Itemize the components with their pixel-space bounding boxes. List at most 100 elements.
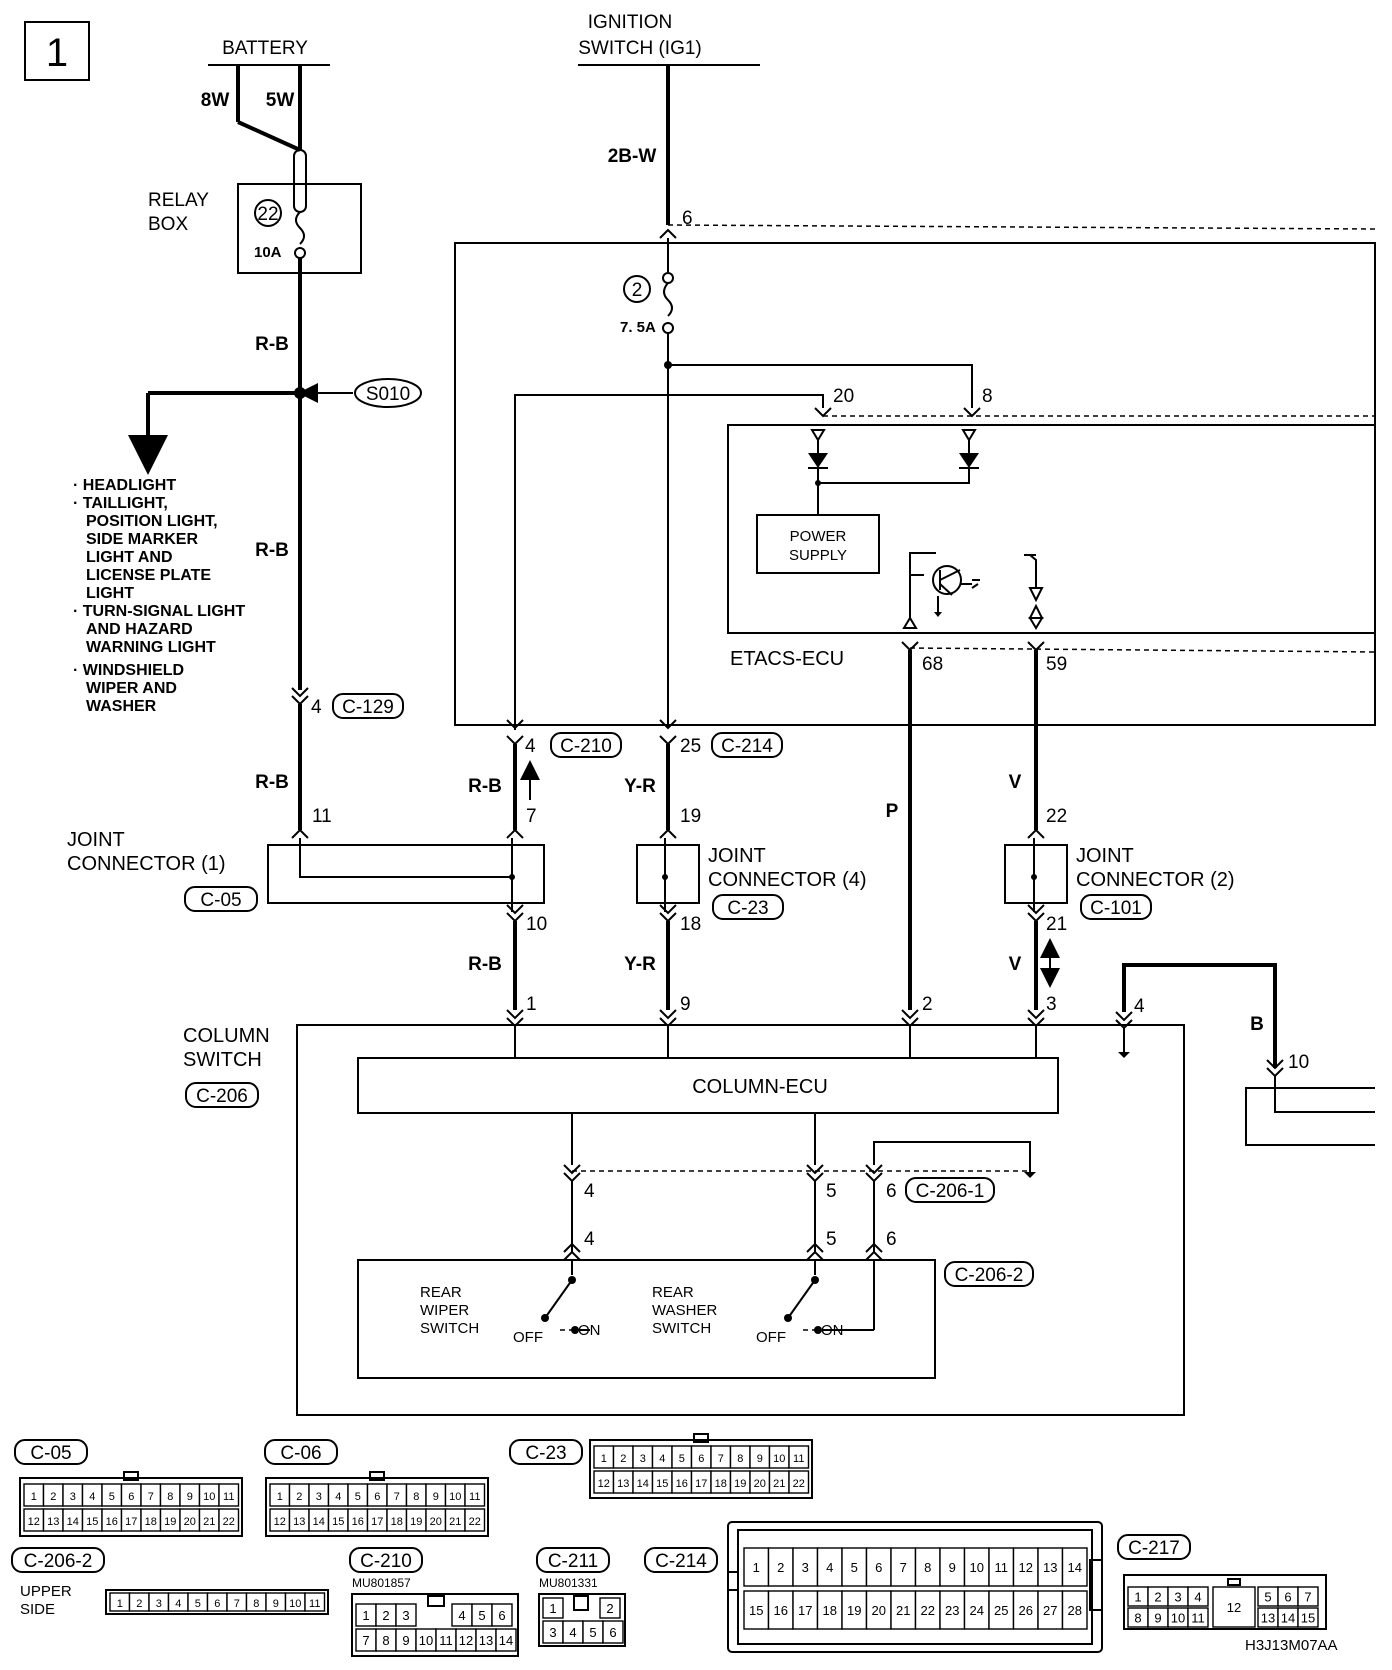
relay-box-label-2: BOX <box>148 214 188 235</box>
svg-text:SIDE: SIDE <box>20 1601 55 1618</box>
branch-item-12: WIPER AND <box>86 680 177 697</box>
c211-cell <box>602 1620 624 1644</box>
branch-item-11: · WINDSHIELD <box>73 662 184 679</box>
c06-pin-22: 22 <box>469 1516 481 1528</box>
c211-cell <box>599 1597 621 1619</box>
c210-pin-5: 5 <box>478 1608 485 1623</box>
c217-pin-15: 15 <box>1301 1611 1315 1626</box>
c217-pin-12: 12 <box>1227 1600 1241 1615</box>
c23-cell <box>788 1470 810 1494</box>
fuse-22-number: 22 <box>257 204 278 225</box>
pin-59: 59 <box>1046 654 1067 675</box>
c214-pin-15: 15 <box>749 1603 763 1618</box>
c23-pin-13: 13 <box>617 1478 629 1490</box>
c23-pin-15: 15 <box>656 1478 668 1490</box>
c214-pin-28: 28 <box>1068 1603 1082 1618</box>
branch-item-8: · TURN-SIGNAL LIGHT <box>73 603 245 620</box>
c06-pin-16: 16 <box>352 1516 364 1528</box>
svg-text:CONNECTOR (2): CONNECTOR (2) <box>1076 869 1235 891</box>
c214-pin-7: 7 <box>900 1560 907 1575</box>
c214-pin-27: 27 <box>1043 1603 1057 1618</box>
c214-pin-25: 25 <box>994 1603 1008 1618</box>
page-number-box: 1 <box>24 21 90 81</box>
c214-pin-22: 22 <box>921 1603 935 1618</box>
battery-label: BATTERY <box>222 38 308 59</box>
c211-pin-2: 2 <box>606 1601 613 1616</box>
svg-text:C-206-1: C-206-1 <box>916 1181 985 1202</box>
c06-cell <box>464 1483 486 1507</box>
svg-text:C-206-2: C-206-2 <box>24 1551 93 1572</box>
c214-cell <box>939 1547 966 1587</box>
c05-pin-6: 6 <box>128 1491 134 1503</box>
svg-text:WIPER: WIPER <box>420 1302 469 1319</box>
c214-cell <box>939 1590 966 1630</box>
c2062-pin-6: 6 <box>214 1598 220 1610</box>
relay-box: RELAY BOX 22 10A <box>148 183 362 274</box>
c05-cell <box>218 1508 240 1532</box>
c06-cell <box>464 1508 486 1532</box>
branch-item-3: POSITION LIGHT, <box>86 513 218 530</box>
c214-pin-12: 12 <box>1019 1560 1033 1575</box>
c23-pin-17: 17 <box>695 1478 707 1490</box>
c210-pin-14: 14 <box>499 1633 513 1648</box>
svg-text:MU801857: MU801857 <box>352 1576 411 1590</box>
c210-pin-1: 1 <box>362 1608 369 1623</box>
c214-cell <box>963 1590 990 1630</box>
power-supply-1: POWER <box>790 528 847 545</box>
column-switch: COLUMN SWITCH C-206 <box>183 1024 1185 1416</box>
c23-pin-22: 22 <box>793 1478 805 1490</box>
c2062-pin-8: 8 <box>253 1598 259 1610</box>
wire-rb-3: R-B <box>255 772 289 793</box>
c214-pin-9: 9 <box>949 1560 956 1575</box>
c06-pin-2: 2 <box>296 1491 302 1503</box>
c214-pin-3: 3 <box>802 1560 809 1575</box>
svg-text:C-210: C-210 <box>360 1551 412 1572</box>
c23-pin-4: 4 <box>659 1453 665 1465</box>
c2062-pin-5: 5 <box>195 1598 201 1610</box>
wire-rb-1: R-B <box>255 334 289 355</box>
c214-cell <box>865 1547 892 1587</box>
svg-text:MU801331: MU801331 <box>539 1576 598 1590</box>
wire-rb-4: R-B <box>468 776 502 797</box>
c214-cell <box>1061 1590 1088 1630</box>
svg-text:IGNITION: IGNITION <box>588 12 672 33</box>
c214-cell <box>865 1590 892 1630</box>
pin-8: 8 <box>982 386 993 407</box>
c214-pin-18: 18 <box>823 1603 837 1618</box>
svg-text:C-210: C-210 <box>560 736 612 757</box>
c05-pin-14: 14 <box>67 1516 79 1528</box>
c2062-cell <box>304 1592 326 1612</box>
c211-cell <box>542 1597 564 1619</box>
c06-pin-18: 18 <box>391 1516 403 1528</box>
c23-pin-11: 11 <box>793 1453 804 1465</box>
c06-pin-7: 7 <box>394 1491 400 1503</box>
c214-cell <box>816 1547 843 1587</box>
wire-5w: 5W <box>266 90 295 111</box>
c214-pin-14: 14 <box>1068 1560 1082 1575</box>
c214-cell <box>890 1590 917 1630</box>
c23-pin-1: 1 <box>601 1453 607 1465</box>
c217-cell <box>1187 1607 1209 1628</box>
etacs-ecu-label: ETACS-ECU <box>730 648 844 670</box>
wire-yr-1: Y-R <box>624 776 656 797</box>
connector-c05-label: C-05 <box>200 890 241 911</box>
c05-pin-13: 13 <box>47 1516 59 1528</box>
c214-pin-24: 24 <box>970 1603 984 1618</box>
svg-text:C-23: C-23 <box>525 1443 566 1464</box>
c05-pin-8: 8 <box>167 1491 173 1503</box>
c214-cell <box>1061 1547 1088 1587</box>
c214-cell <box>914 1590 941 1630</box>
c210-pin-3: 3 <box>402 1608 409 1623</box>
c217-pin-1: 1 <box>1134 1590 1141 1605</box>
c214-cell <box>767 1590 794 1630</box>
c06-pin-14: 14 <box>313 1516 325 1528</box>
c217-cell <box>1297 1607 1319 1628</box>
c217-pin-9: 9 <box>1154 1611 1161 1626</box>
c06-pin-9: 9 <box>433 1491 439 1503</box>
svg-text:7. 5A: 7. 5A <box>620 319 656 336</box>
svg-text:C-217: C-217 <box>1128 1538 1180 1559</box>
c214-pin-10: 10 <box>970 1560 984 1575</box>
